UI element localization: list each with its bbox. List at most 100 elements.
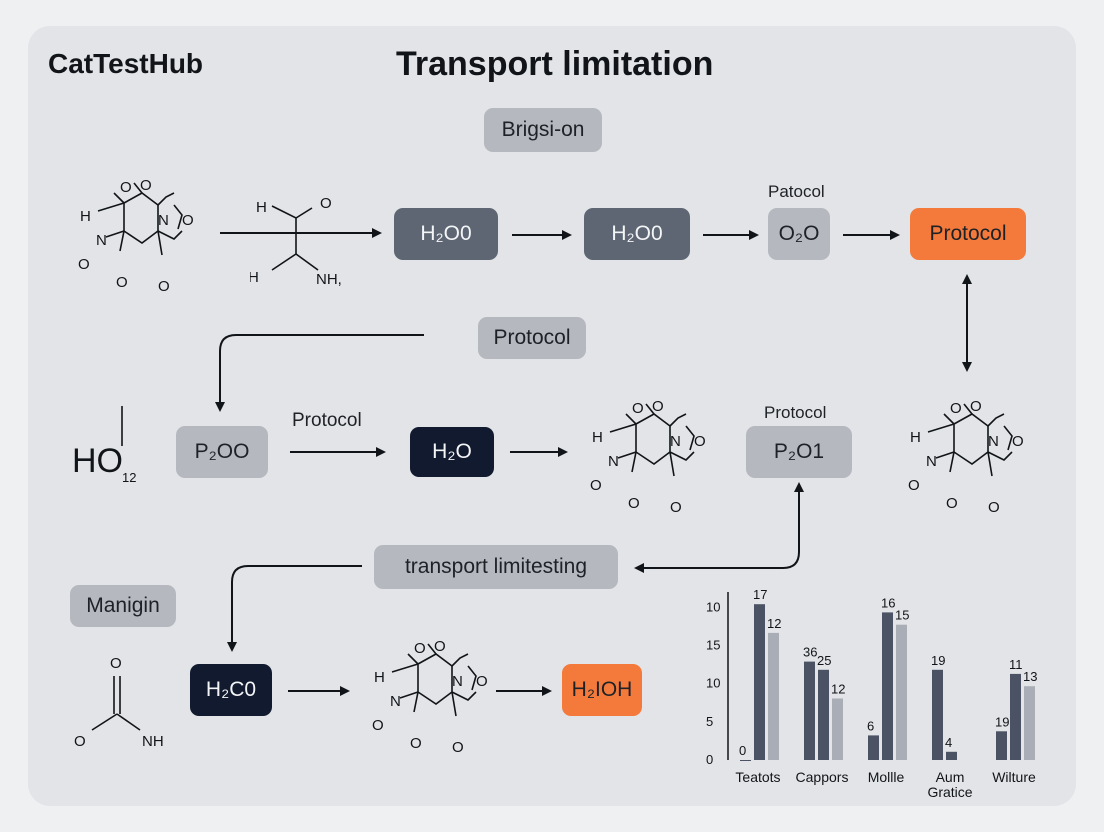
atom-label: O xyxy=(1012,433,1024,450)
elbow-to-h2c0 xyxy=(227,565,362,652)
atom-label: H xyxy=(592,429,603,446)
atom-label: N xyxy=(926,453,937,470)
brand-logo-text: CatTestHub xyxy=(48,48,204,79)
bar-data-label: 15 xyxy=(895,608,909,623)
bar xyxy=(882,612,893,760)
brigsion-pill: Brigsi-on xyxy=(484,108,602,152)
bar xyxy=(946,751,957,760)
atom-label: O xyxy=(988,499,1000,516)
atom-label: NH, xyxy=(316,271,342,288)
bar-data-label: 11 xyxy=(1009,657,1023,672)
ho-subscript: 12 xyxy=(122,470,136,485)
bar xyxy=(1024,686,1035,760)
bar xyxy=(932,669,943,760)
manigin-pill: Manigin xyxy=(70,585,176,627)
atom-label: NH xyxy=(142,733,164,750)
bar xyxy=(996,731,1007,760)
atom-label: O xyxy=(694,433,706,450)
molecule-carbamate: O O NH xyxy=(74,655,164,750)
node-h2ioh: H₂IOH xyxy=(562,664,642,716)
atom-label: N xyxy=(670,433,681,450)
atom-label: N xyxy=(452,673,463,690)
molecule-ring-1: O O H N O O N O O xyxy=(78,177,194,295)
y-tick-label: 0 xyxy=(706,752,713,767)
protocol-p2o1-label: Protocol xyxy=(764,403,827,422)
bar-data-label: 12 xyxy=(831,682,845,697)
category-label: Cappors xyxy=(796,769,849,785)
node-p2o1: P₂O1 xyxy=(746,426,852,478)
atom-label: O xyxy=(628,495,640,512)
patocol-label: Patocol xyxy=(768,182,825,201)
atom-label: O xyxy=(372,717,384,734)
node-h2o: H₂O xyxy=(410,427,494,477)
atom-label: O xyxy=(320,195,332,212)
bar xyxy=(868,735,879,760)
protocol-pill: Protocol xyxy=(478,317,586,359)
atom-label: O xyxy=(476,673,488,690)
bar xyxy=(804,661,815,760)
elbow-to-p2oo xyxy=(215,334,424,412)
atom-label: O xyxy=(78,256,90,273)
atom-label: O xyxy=(140,177,152,194)
atom-label: O xyxy=(182,212,194,229)
bar xyxy=(740,760,751,761)
node-h2o0-a: H₂O0 xyxy=(394,208,498,260)
molecule-ring-4: O O H N O O N O O xyxy=(372,638,488,756)
atom-label: N xyxy=(390,693,401,710)
y-tick-label: 15 xyxy=(706,638,720,653)
bar-data-label: 12 xyxy=(767,616,781,631)
atom-label: H xyxy=(250,269,259,286)
category-label: Aum xyxy=(936,769,965,785)
node-h2c0: H₂C0 xyxy=(190,664,272,716)
protocol-row2-label: Protocol xyxy=(292,410,362,431)
elbow-p2o1-to-transport xyxy=(634,482,804,573)
atom-label: O xyxy=(908,477,920,494)
node-o2o: O₂O xyxy=(768,208,830,260)
atom-label: H xyxy=(910,429,921,446)
bar xyxy=(768,632,779,760)
atom-label: O xyxy=(590,477,602,494)
transport-limitesting-pill: transport limitesting xyxy=(374,545,618,589)
atom-label: O xyxy=(120,179,132,196)
atom-label: O xyxy=(74,733,86,750)
bar-data-label: 36 xyxy=(803,645,817,660)
bar xyxy=(818,669,829,760)
atom-label: N xyxy=(988,433,999,450)
atom-label: N xyxy=(158,212,169,229)
atom-label: H xyxy=(374,669,385,686)
atom-label: O xyxy=(452,739,464,756)
y-tick-label: 10 xyxy=(706,676,720,691)
bar-data-label: 17 xyxy=(753,587,767,602)
node-h2o0-b: H₂O0 xyxy=(584,208,690,260)
bar-data-label: 4 xyxy=(945,735,952,750)
atom-label: N xyxy=(96,232,107,249)
ho-label: HO xyxy=(72,442,123,480)
bar xyxy=(832,698,843,760)
atom-label: O xyxy=(116,274,128,291)
node-p2oo: P₂OO xyxy=(176,426,268,478)
atom-label: N xyxy=(608,453,619,470)
bar-data-label: 19 xyxy=(931,653,945,668)
bar xyxy=(754,604,765,760)
atom-label: O xyxy=(414,640,426,657)
category-label: Teatots xyxy=(735,769,780,785)
atom-label: O xyxy=(632,400,644,417)
y-tick-label: 10 xyxy=(706,599,720,614)
bar-data-label: 6 xyxy=(867,718,874,733)
category-label: Mollle xyxy=(868,769,905,785)
bar-data-label: 19 xyxy=(995,714,1009,729)
category-label: Wilture xyxy=(992,769,1036,785)
atom-label: H xyxy=(256,199,267,216)
atom-label: O xyxy=(434,638,446,655)
page-title: Transport limitation xyxy=(396,45,714,83)
bar xyxy=(1010,673,1021,760)
y-tick-label: 5 xyxy=(706,714,713,729)
bar-data-label: 25 xyxy=(817,653,831,668)
bar-data-label: 13 xyxy=(1023,669,1037,684)
atom-label: O xyxy=(670,499,682,516)
bar xyxy=(896,624,907,760)
bar-data-label: 0 xyxy=(739,743,746,758)
atom-label: O xyxy=(158,278,170,295)
